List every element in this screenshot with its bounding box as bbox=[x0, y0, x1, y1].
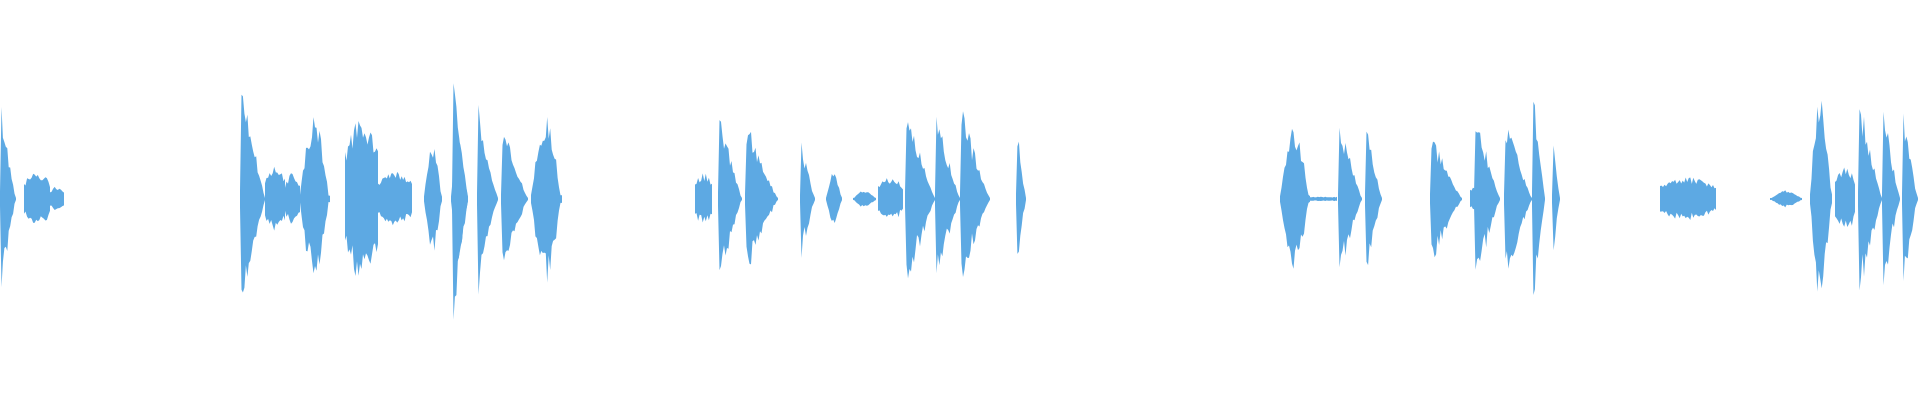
waveform-segment bbox=[826, 174, 842, 223]
waveform-segment bbox=[935, 116, 960, 274]
waveform-segment bbox=[477, 104, 498, 295]
waveform-segment bbox=[378, 171, 412, 226]
waveform-segment bbox=[1338, 127, 1362, 268]
waveform-segment bbox=[0, 107, 16, 288]
waveform-segment bbox=[501, 136, 528, 261]
waveform-segment bbox=[853, 191, 876, 207]
waveform-segment bbox=[345, 121, 378, 276]
waveform-segment bbox=[960, 111, 990, 277]
waveform-segment bbox=[878, 178, 903, 218]
waveform-segment bbox=[424, 149, 442, 251]
waveform-segment bbox=[1474, 131, 1500, 270]
waveform-segment bbox=[1882, 111, 1900, 286]
waveform-segment bbox=[800, 142, 815, 258]
waveform-segment bbox=[745, 131, 778, 265]
waveform-segment bbox=[905, 122, 935, 279]
waveform-segment bbox=[1770, 190, 1802, 208]
waveform-segment bbox=[1016, 141, 1026, 254]
waveform-segment bbox=[718, 120, 742, 271]
waveform-segment bbox=[1835, 167, 1855, 227]
waveform-segment bbox=[1365, 131, 1382, 266]
waveform-segment bbox=[300, 117, 330, 274]
waveform-segment bbox=[1309, 196, 1337, 202]
waveform-segment bbox=[285, 173, 300, 224]
waveform-segment bbox=[1810, 100, 1832, 292]
waveform-segment bbox=[1902, 113, 1918, 281]
waveform-segment bbox=[1430, 141, 1462, 258]
waveform-segment bbox=[1858, 109, 1882, 291]
waveform-segment bbox=[1552, 145, 1560, 251]
waveform-segment bbox=[1532, 101, 1545, 295]
waveform-segment bbox=[531, 117, 562, 283]
waveform-segment bbox=[695, 173, 712, 223]
waveform-segment bbox=[452, 83, 468, 320]
waveform-segment bbox=[1660, 177, 1716, 220]
waveform-segment bbox=[50, 186, 64, 210]
waveform-segment bbox=[1504, 129, 1532, 269]
waveform-segment bbox=[240, 94, 265, 293]
waveform-segment bbox=[24, 173, 50, 223]
waveform-segment bbox=[265, 166, 285, 231]
waveform-segment bbox=[1280, 128, 1310, 269]
